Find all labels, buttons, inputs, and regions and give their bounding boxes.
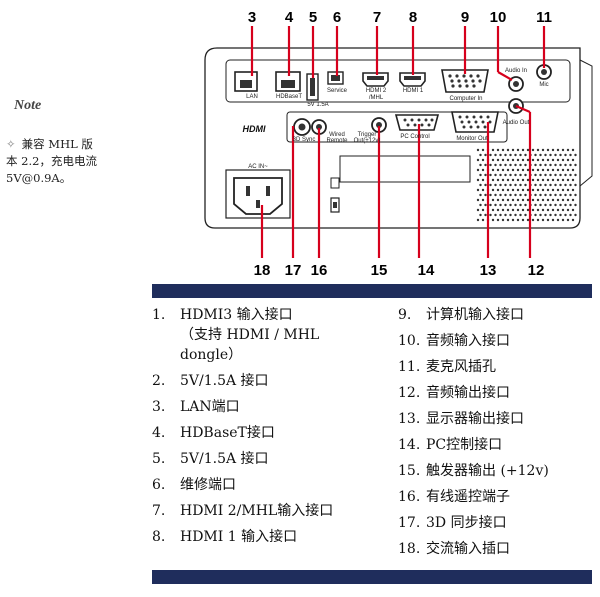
- list-item: 5.5V/1.5A 接口: [152, 451, 269, 467]
- list-item: 12.音频输出接口: [398, 385, 510, 401]
- label-usb-power: 5V 1.5A: [307, 102, 328, 108]
- label-3d-sync: 3D Sync: [293, 137, 316, 143]
- callout-6: 6: [333, 9, 341, 26]
- list-item: 1.HDMI3 输入接口: [152, 307, 293, 323]
- list-item: 8.HDMI 1 输入接口: [152, 529, 298, 545]
- callout-16: 16: [311, 262, 328, 279]
- label-hdmi2: HDMI 2: [366, 88, 387, 94]
- label-computer-in: Computer In: [449, 96, 482, 102]
- hdmi-logo: HDMI: [243, 124, 266, 134]
- label-trigger-2: Out(+12v): [354, 138, 381, 144]
- callout-13: 13: [480, 262, 497, 279]
- list-item: 14.PC控制接口: [398, 437, 503, 453]
- label-mic: Mic: [539, 82, 548, 88]
- list-item: 6.维修端口: [152, 477, 236, 493]
- note-text: ✧ 兼容 MHL 版 本 2.2，充电电流 5V@0.9A。: [6, 136, 126, 187]
- diamond-bullet-icon: ✧: [6, 137, 16, 151]
- callout-17: 17: [285, 262, 302, 279]
- list-item: 10.音频输入接口: [398, 333, 510, 349]
- label-wired-remote: Wired: [329, 132, 345, 138]
- rear-panel-diagram: 3 4 5 6 7 8 9 10 11 18 17 16 15 14 13 12…: [204, 9, 593, 279]
- list-item: dongle）: [180, 347, 243, 363]
- note-line-1: 兼容 MHL 版: [21, 137, 93, 151]
- note-title: Note: [14, 98, 42, 113]
- label-trigger: Trigger: [358, 132, 377, 138]
- list-item: 17.3D 同步接口: [398, 515, 507, 531]
- note-line-2: 本 2.2，充电电流: [6, 154, 97, 168]
- list-item: 7.HDMI 2/MHL输入接口: [152, 503, 334, 519]
- label-audio-out: Audio Out: [503, 120, 530, 126]
- label-hdmi2-mhl: /MHL: [369, 95, 384, 101]
- callout-15: 15: [371, 262, 388, 279]
- label-pc-control: PC Control: [400, 134, 429, 140]
- label-lan: LAN: [246, 94, 258, 100]
- callout-3: 3: [248, 9, 256, 26]
- label-hdmi1: HDMI 1: [403, 88, 424, 94]
- list-item: 16.有线遥控端子: [398, 489, 510, 505]
- label-service: Service: [327, 88, 348, 94]
- label-wired-remote-2: Remote: [326, 138, 348, 144]
- callout-5: 5: [309, 9, 317, 26]
- label-audio-in: Audio In: [505, 68, 527, 74]
- port-list-left: 1.HDMI3 输入接口 （支持 HDMI / MHL dongle） 2.5V…: [152, 302, 382, 550]
- bottom-callouts: 18 17 16 15 14 13 12: [254, 262, 545, 279]
- callout-8: 8: [409, 9, 417, 26]
- callout-12: 12: [528, 262, 545, 279]
- callout-4: 4: [285, 9, 294, 26]
- port-list-right: 9.计算机输入接口 10.音频输入接口 11.麦克风插孔 12.音频输出接口 1…: [398, 302, 593, 562]
- callout-11: 11: [536, 9, 552, 26]
- list-item: 2.5V/1.5A 接口: [152, 373, 269, 389]
- list-item: 13.显示器输出接口: [398, 411, 524, 427]
- list-item: 11.麦克风插孔: [398, 359, 496, 375]
- list-item: 18.交流输入插口: [398, 541, 510, 557]
- list-item: 4.HDBaseT接口: [152, 425, 275, 441]
- callout-10: 10: [490, 9, 507, 26]
- top-callouts: 3 4 5 6 7 8 9 10 11: [248, 9, 552, 26]
- list-item: 3.LAN端口: [152, 399, 240, 415]
- label-ac-in: AC IN~: [248, 164, 268, 170]
- header-bar: [152, 284, 592, 298]
- callout-18: 18: [254, 262, 271, 279]
- callout-7: 7: [373, 9, 381, 26]
- list-item: 15.触发器输出 (+12v): [398, 463, 549, 479]
- callout-14: 14: [418, 262, 435, 279]
- list-item: （支持 HDMI / MHL: [180, 327, 320, 343]
- label-hdbaset: HDBaseT: [276, 94, 302, 100]
- callout-9: 9: [461, 9, 469, 26]
- list-item: 9.计算机输入接口: [398, 307, 524, 323]
- label-monitor-out: Monitor Out: [456, 136, 488, 142]
- footer-bar: [152, 570, 592, 584]
- note-line-3: 5V@0.9A。: [6, 171, 72, 185]
